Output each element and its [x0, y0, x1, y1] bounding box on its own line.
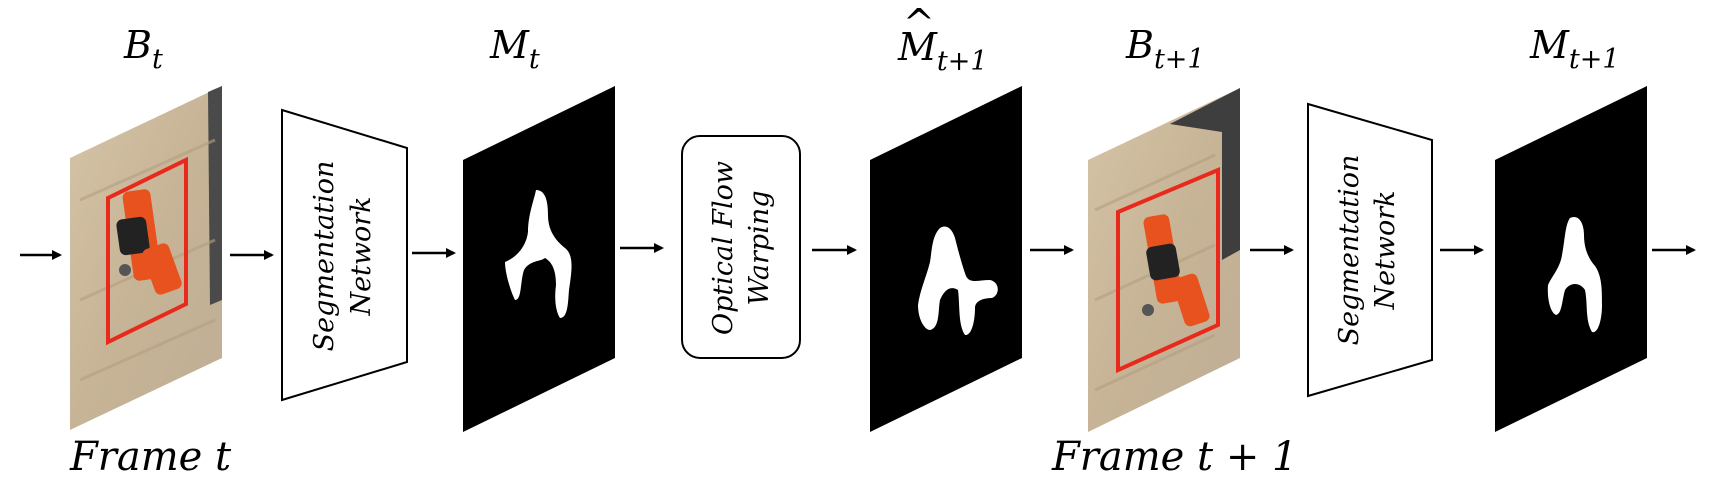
optical-flow-warping-box: Optical Flow Warping [681, 135, 801, 359]
drill-t [116, 189, 182, 295]
label-m-t: Mt [489, 23, 540, 75]
optical-flow-line1: Optical Flow [708, 161, 739, 335]
mask-m-t1 [1495, 86, 1647, 432]
label-m-t1: Mt+1 [1529, 23, 1620, 75]
bbox-frame-t1 [1116, 166, 1220, 374]
segmentation-network-2: Segmentation Network [1307, 102, 1433, 398]
segmentation-network-1: Segmentation Network [281, 108, 408, 402]
mask-m-hat-t1 [870, 86, 1022, 432]
seg-net-2-line2: Network [1370, 190, 1401, 310]
arrows [20, 243, 1696, 260]
mask-m-t [463, 86, 615, 432]
label-b-t1: Bt+1 [1125, 23, 1205, 75]
bbox-frame-t [106, 156, 188, 346]
frame-t1-label: Frame t + 1 [1051, 434, 1298, 480]
frame-t1-image [1088, 88, 1240, 432]
frame-t-label: Frame t [69, 434, 232, 480]
optical-flow-line2: Warping [744, 190, 775, 305]
drill-t1 [1142, 214, 1210, 327]
seg-net-2-line1: Segmentation [1334, 155, 1365, 346]
seg-net-1-line2: Network [346, 196, 377, 316]
label-b-t: Bt [123, 23, 163, 75]
seg-net-1-line1: Segmentation [309, 161, 340, 352]
frame-t-image [70, 86, 222, 430]
label-m-hat-t1-hat: ^ [903, 1, 935, 45]
label-m-hat-t1: Mt+1 [897, 25, 988, 77]
